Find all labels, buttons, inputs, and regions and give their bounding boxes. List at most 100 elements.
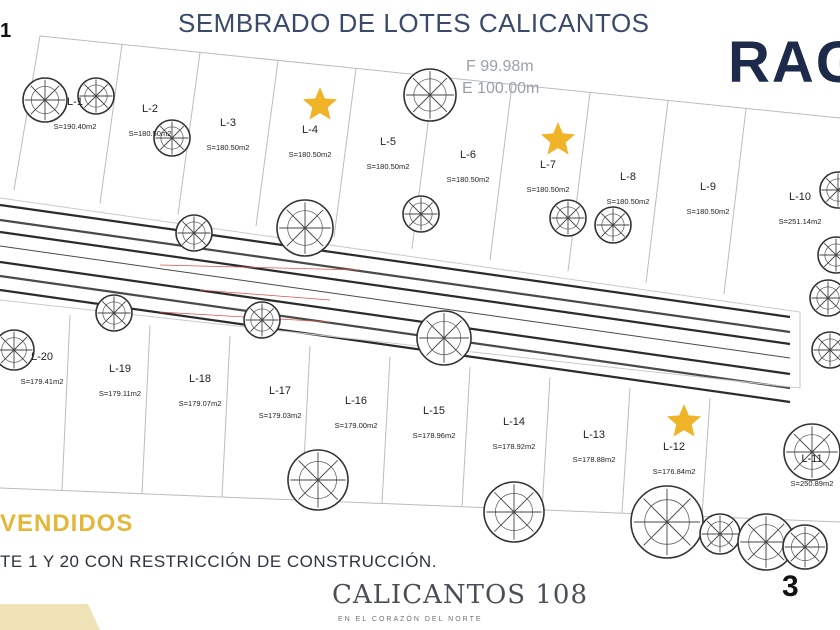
tree-icon: [782, 524, 828, 570]
tree-icon: [0, 329, 35, 371]
lot-divider-bottom: [701, 398, 711, 517]
tree-icon: [175, 214, 213, 252]
road: [0, 197, 801, 404]
lot-divider-bottom: [221, 335, 231, 497]
brand-logo: RAG: [728, 30, 840, 95]
lot-label: L-7: [540, 159, 556, 171]
lot-divider-top: [99, 44, 123, 204]
footer-tagline: EN EL CORAZÓN DEL NORTE: [338, 616, 483, 623]
lot-area: S=179.03m2: [259, 411, 302, 420]
tree-icon: [630, 485, 704, 559]
lot-label: L-12: [663, 441, 685, 453]
tree-icon: [549, 199, 587, 237]
tree-icon: [483, 481, 545, 543]
lot-area: S=178.92m2: [493, 442, 536, 451]
road-line: [0, 230, 791, 346]
lot-label: L-9: [700, 181, 716, 193]
sold-markers: [302, 87, 702, 437]
lot-divider-top: [567, 92, 591, 272]
lot-divider-bottom: [621, 387, 631, 513]
tree-icon: [276, 199, 334, 257]
lot-area: S=179.11m2: [99, 389, 141, 398]
lot-area: S=180.50m2: [367, 162, 410, 171]
lot-label: L-5: [380, 136, 396, 148]
lot-label: L-15: [423, 405, 445, 417]
corner-number: 1: [0, 20, 12, 42]
lot-area: S=178.88m2: [573, 455, 616, 464]
lot-area: S=180.50m2: [607, 197, 650, 206]
lot-area: S=179.41m2: [21, 377, 64, 386]
tree-icon: [817, 236, 840, 274]
lot-label: L-10: [789, 191, 811, 203]
footer-logo: CALICANTOS 108: [332, 580, 588, 610]
lot-label: L-1: [67, 96, 83, 108]
road-line: [0, 274, 791, 390]
road-outline: [0, 197, 801, 389]
lot-area: S=180.50m2: [527, 185, 570, 194]
lot-area: S=179.00m2: [335, 421, 378, 430]
lot-label: L-16: [345, 395, 367, 407]
star-icon: [302, 87, 338, 120]
tree-icon: [243, 301, 281, 339]
lot-area: S=180.50m2: [447, 175, 490, 184]
tree-icon: [783, 423, 840, 481]
lot-divider-bottom: [541, 377, 551, 510]
red-annotation: [199, 289, 331, 301]
dimension-f: F 99.98m: [466, 58, 534, 75]
gold-accent-bar: [0, 604, 100, 630]
red-annotation: [159, 264, 361, 271]
lot-divider-top: [255, 60, 279, 227]
trees: [0, 68, 840, 571]
tree-icon: [819, 171, 840, 209]
tree-icon: [77, 77, 115, 115]
lot-label: L-19: [109, 363, 131, 375]
dimension-e: E 100.00m: [462, 80, 540, 97]
lot-divider-top: [645, 100, 669, 283]
lot-label: L-11: [801, 453, 822, 465]
road-line: [0, 260, 791, 376]
lot-label: L-6: [460, 149, 476, 161]
tree-icon: [402, 195, 440, 233]
tree-icon: [22, 77, 68, 123]
lot-label: L-17: [269, 385, 291, 397]
lot-area: S=251.14m2: [779, 217, 822, 226]
lot-divider-bottom: [381, 356, 391, 504]
legend-sold: VENDIDOS: [0, 510, 134, 537]
lot-area: S=179.07m2: [179, 399, 222, 408]
lot-area: S=176.84m2: [653, 467, 696, 476]
tree-icon: [95, 294, 133, 332]
lot-area: S=178.96m2: [413, 431, 456, 440]
lot-area: S=180.50m2: [687, 207, 730, 216]
star-icon: [540, 122, 576, 155]
lot-label: L-18: [189, 373, 211, 385]
lot-divider-bottom: [141, 325, 151, 494]
tree-icon: [737, 513, 795, 571]
lot-labels: L-1S=190.40m2L-2S=180.50m2L-3S=180.50m2L…: [21, 96, 834, 488]
lot-label: L-8: [620, 171, 636, 183]
tree-icon: [403, 68, 457, 122]
tree-icon: [416, 310, 472, 366]
tree-icon: [811, 331, 840, 369]
lot-label: L-2: [142, 103, 158, 115]
lot-area: S=190.40m2: [54, 122, 97, 131]
lot-divider-top: [333, 68, 357, 238]
road-line: [0, 218, 791, 334]
legend-note: TE 1 Y 20 CON RESTRICCIÓN DE CONSTRUCCIÓ…: [0, 552, 437, 571]
page-title: SEMBRADO DE LOTES CALICANTOS: [178, 8, 650, 38]
lot-label: L-14: [503, 416, 525, 428]
tree-icon: [594, 206, 632, 244]
lot-area: S=180.50m2: [207, 143, 250, 152]
lot-label: L-20: [31, 351, 53, 363]
road-line: [0, 203, 791, 319]
lot-label: L-3: [220, 117, 236, 129]
lot-area: S=180.50m2: [129, 129, 172, 138]
lot-area: S=180.50m2: [289, 150, 332, 159]
tree-icon: [287, 449, 349, 511]
lot-divider-bottom: [61, 315, 71, 491]
tree-icon: [809, 279, 840, 317]
lot-divider-bottom: [461, 367, 471, 507]
lot-divider-top: [489, 84, 513, 261]
star-icon: [666, 404, 702, 437]
tree-icon: [153, 119, 191, 157]
road-line: [0, 245, 791, 359]
